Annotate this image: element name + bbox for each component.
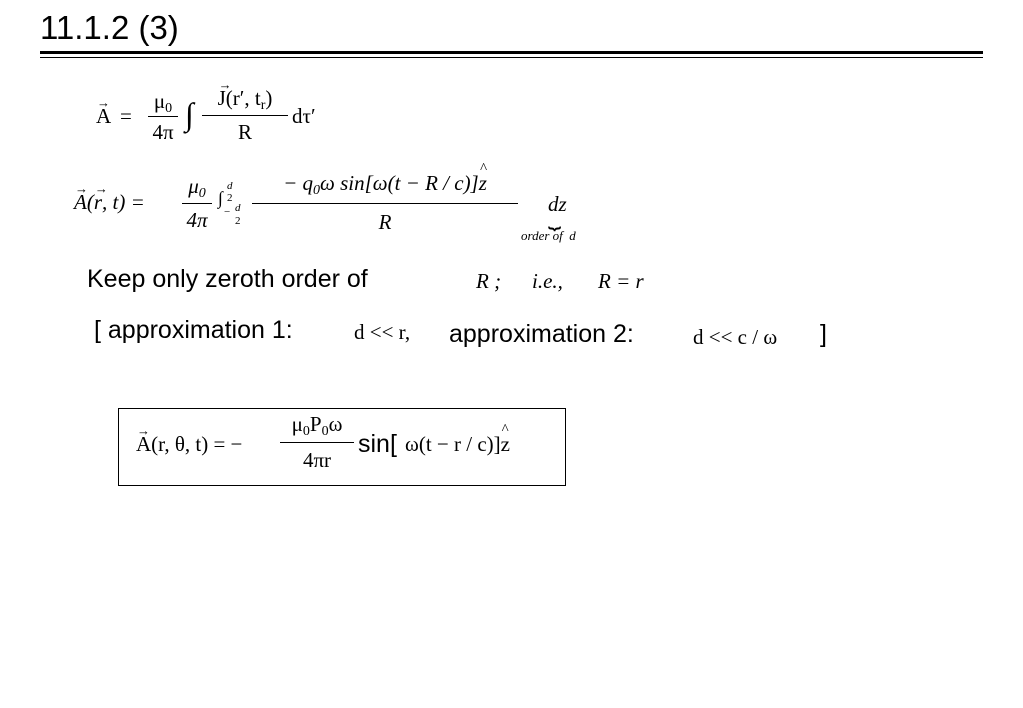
- eq1-equals: =: [120, 104, 132, 128]
- eq1-coef-num: μ0: [153, 89, 173, 116]
- eq2-frac-den: R: [378, 210, 392, 234]
- eq2: →A(→r, t) = μ0 4π ∫ d 2 − d 2 − q0ω sin[…: [74, 161, 614, 248]
- result-sin-arg: ω(t − r / c)]^z: [405, 422, 510, 456]
- eq2-underbrace: ⏟: [548, 204, 562, 229]
- approx-close-bracket: ]: [820, 320, 827, 348]
- zeroth-order-text: Keep only zeroth order of: [87, 265, 368, 293]
- approx2-label: approximation 2:: [449, 320, 634, 348]
- eq2-frac-bar: [252, 203, 518, 204]
- eq2-upper-den: 2: [227, 192, 233, 204]
- eq1-frac-den: R: [237, 120, 252, 144]
- eq2-coef-bar: [182, 203, 212, 204]
- eq2-integral: ∫: [218, 188, 223, 208]
- result-equation: →A(r, θ, t) = − μ0P0ω 4πr sin[ ω(t − r /…: [136, 412, 556, 482]
- eq1-frac-bar: [202, 115, 288, 116]
- result-box: [118, 408, 566, 486]
- eq2-lhs: →A(→r, t) =: [74, 181, 145, 214]
- result-sin: sin[: [358, 430, 397, 458]
- result-den: 4πr: [302, 448, 332, 472]
- zeroth-order-ie: i.e.,: [532, 269, 563, 293]
- eq2-frac-num: − q0ω sin[ω(t − R / c)]^z: [283, 161, 487, 198]
- result-lhs: →A(r, θ, t) = −: [136, 423, 243, 456]
- zeroth-order-R: R ;: [476, 269, 502, 293]
- eq1-coef-den: 4π: [152, 120, 174, 144]
- title-rule-thin: [40, 57, 983, 58]
- eq1-frac-num: →J(r′, tr): [217, 77, 273, 113]
- approx1-condition: d << r,: [354, 320, 411, 344]
- eq2-order-label: order of d: [521, 228, 576, 243]
- zeroth-order-R-eq-r: R = r: [598, 269, 644, 293]
- eq1-tail: dτ′: [292, 104, 316, 128]
- result-frac-bar: [280, 442, 354, 443]
- eq2-coef-den: 4π: [186, 208, 208, 232]
- approx1-label: [ approximation 1:: [94, 316, 293, 344]
- eq2-lower-den: 2: [235, 215, 241, 227]
- eq1: →A = μ0 4π ∫ →J(r′, tr) R dτ′: [96, 77, 356, 154]
- approx2-condition: d << c / ω: [693, 325, 778, 349]
- eq2-upper-num: d: [227, 180, 233, 192]
- title-rule-thick: [40, 51, 983, 54]
- eq1-integral: ∫: [185, 96, 194, 132]
- eq2-coef-num: μ0: [188, 174, 206, 201]
- eq2-lower-sign: −: [224, 206, 231, 218]
- result-num: μ0P0ω: [291, 412, 343, 439]
- eq2-lower-num: d: [235, 202, 241, 214]
- slide-title: 11.1.2 (3): [40, 9, 179, 46]
- eq2-dz: dz: [548, 192, 567, 216]
- eq1-coef-bar: [148, 116, 178, 117]
- eq1-lhs: →A: [96, 95, 112, 128]
